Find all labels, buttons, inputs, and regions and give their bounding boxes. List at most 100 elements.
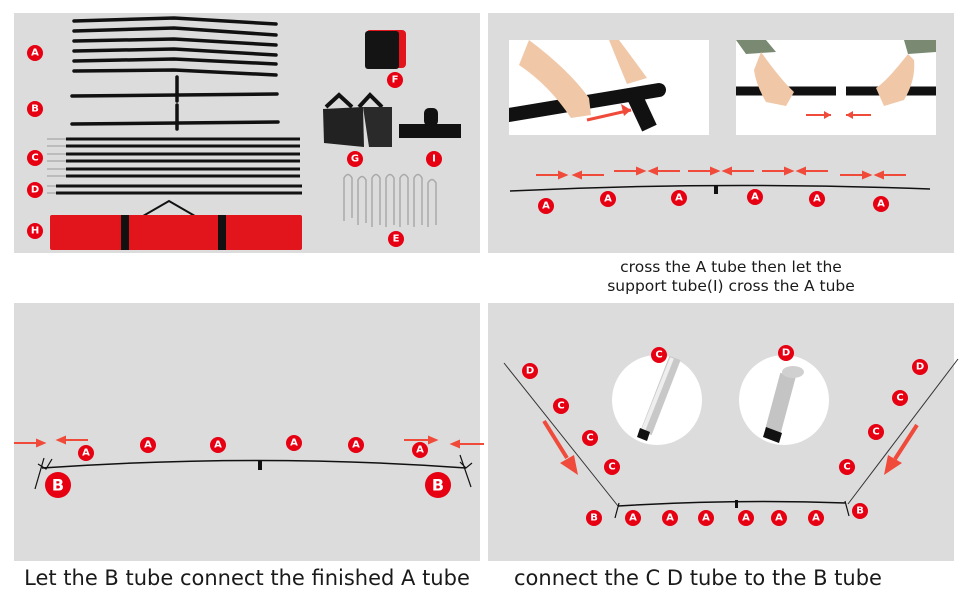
badge-a: A: [873, 196, 889, 212]
badge-a: A: [348, 437, 364, 453]
badge-d: D: [522, 363, 538, 379]
badge-b: B: [425, 472, 451, 498]
b-tube-right: [459, 454, 473, 488]
badge-c: C: [27, 150, 43, 166]
svg-text:A: A: [666, 513, 674, 524]
badge-a: A: [78, 445, 94, 461]
badge-a: A: [698, 510, 714, 526]
badge-d: D: [778, 345, 794, 361]
sandbags: [323, 92, 392, 147]
detail-d-tube-end: [739, 355, 829, 445]
left-cd-tube-line: [503, 362, 619, 507]
svg-text:A: A: [877, 199, 885, 210]
step3-caption: connect the C D tube to the B tube: [514, 566, 882, 590]
svg-text:A: A: [629, 513, 637, 524]
badge-b: B: [27, 101, 43, 117]
badge-a: A: [771, 510, 787, 526]
svg-text:D: D: [916, 362, 924, 373]
badge-c: C: [651, 347, 667, 363]
badge-i: I: [426, 151, 442, 167]
b-tube-left: [614, 502, 620, 519]
svg-text:F: F: [392, 75, 399, 86]
svg-text:B: B: [52, 476, 64, 495]
net-bundle: [365, 30, 406, 69]
svg-text:C: C: [586, 433, 593, 444]
svg-text:C: C: [557, 401, 564, 412]
assembled-a-tube-line: [41, 459, 467, 469]
tube-b-group: [70, 75, 280, 131]
join-arrows: [536, 166, 906, 180]
step1-caption-line1: cross the A tube then let the: [620, 258, 842, 276]
parts-illustration: A B C D H F G I E: [27, 16, 461, 250]
step3-panel: C D D C C C D C C C B A A A A A A B: [488, 303, 959, 561]
badge-c: C: [582, 430, 598, 446]
badge-c: C: [839, 459, 855, 475]
badge-a: A: [671, 190, 687, 206]
photo-a-tube-join: [736, 40, 936, 135]
svg-text:A: A: [751, 192, 759, 203]
badge-a: A: [286, 435, 302, 451]
badge-a: A: [738, 510, 754, 526]
svg-text:H: H: [31, 226, 39, 237]
svg-text:A: A: [604, 194, 612, 205]
svg-text:A: A: [31, 48, 39, 59]
step1-caption-line2: support tube(I) cross the A tube: [607, 277, 855, 295]
b-tube-right: [844, 500, 850, 517]
detail-c-tube-end: [612, 355, 702, 445]
badge-e: E: [388, 231, 404, 247]
badge-a: A: [625, 510, 641, 526]
badge-a: A: [27, 45, 43, 61]
svg-text:A: A: [82, 448, 90, 459]
step2-caption: Let the B tube connect the finished A tu…: [24, 566, 470, 590]
step1-diagram: A A A A A A: [509, 166, 931, 214]
support-tube-marker: [714, 185, 718, 194]
svg-text:C: C: [655, 350, 662, 361]
badge-a: A: [662, 510, 678, 526]
svg-text:E: E: [393, 234, 400, 245]
svg-text:A: A: [742, 513, 750, 524]
svg-text:C: C: [843, 462, 850, 473]
svg-text:C: C: [608, 462, 615, 473]
badge-c: C: [604, 459, 620, 475]
support-tube-marker: [735, 500, 738, 508]
svg-text:A: A: [702, 513, 710, 524]
tube-c-group: [47, 137, 300, 178]
svg-text:B: B: [31, 104, 39, 115]
badge-h: H: [27, 223, 43, 239]
b-tube-left: [34, 457, 53, 490]
badge-a: A: [538, 198, 554, 214]
ground-stakes: [343, 173, 437, 227]
svg-text:A: A: [812, 513, 820, 524]
support-tube: [399, 108, 461, 138]
badge-c: C: [892, 390, 908, 406]
badge-a: A: [600, 191, 616, 207]
step2-panel: A A A A A A B B: [14, 303, 484, 561]
badge-a: A: [809, 191, 825, 207]
svg-text:C: C: [872, 427, 879, 438]
svg-text:A: A: [542, 201, 550, 212]
badge-a: A: [140, 437, 156, 453]
tube-d-group: [47, 184, 302, 195]
join-arrows: [14, 435, 484, 449]
badge-c: C: [553, 398, 569, 414]
svg-text:B: B: [590, 513, 598, 524]
assembled-a-tube-line: [509, 184, 931, 192]
badge-c: C: [868, 424, 884, 440]
svg-text:A: A: [775, 513, 783, 524]
carry-bag: [50, 199, 302, 250]
svg-text:D: D: [526, 366, 534, 377]
svg-text:D: D: [31, 185, 39, 196]
badge-d: D: [912, 359, 928, 375]
badge-a: A: [412, 442, 428, 458]
svg-text:G: G: [351, 154, 359, 165]
step3-diagram: C D D C C C D C C C B A A A A A A B: [503, 345, 959, 526]
badge-g: G: [347, 151, 363, 167]
step1-panel: A A A A A A: [488, 13, 954, 253]
svg-text:C: C: [896, 393, 903, 404]
assembled-a-tube-line: [617, 500, 847, 507]
badge-f: F: [387, 72, 403, 88]
svg-text:B: B: [432, 476, 444, 495]
svg-text:A: A: [352, 440, 360, 451]
tube-a-group: [72, 16, 278, 77]
photo-support-tube-insert: [509, 40, 709, 135]
